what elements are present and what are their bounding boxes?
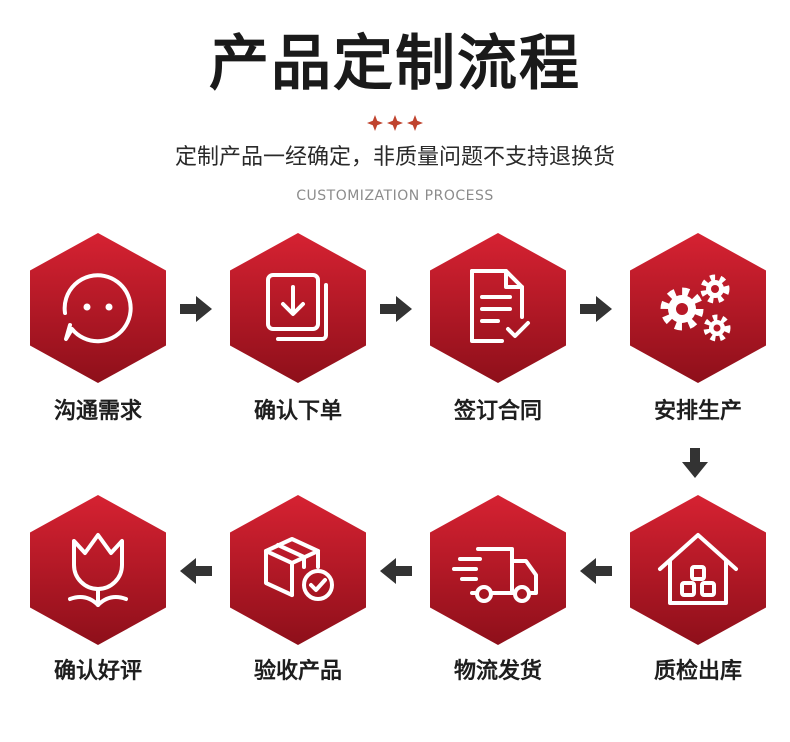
arrow-left-icon bbox=[580, 558, 612, 584]
warehouse-icon bbox=[658, 533, 738, 605]
page-title: 产品定制流程 bbox=[209, 29, 581, 99]
step-hexagon-review bbox=[30, 495, 166, 645]
step-hexagon-inspection bbox=[630, 495, 766, 645]
delivery-truck-icon bbox=[452, 547, 538, 603]
flower-icon bbox=[68, 533, 128, 607]
page-subtitle: 定制产品一经确定，非质量问题不支持退换货 bbox=[174, 145, 615, 170]
arrow-left-icon bbox=[380, 558, 412, 584]
english-subtitle: CUSTOMIZATION PROCESS bbox=[296, 188, 494, 204]
contract-check-icon bbox=[470, 269, 530, 343]
decorative-stars-icon bbox=[367, 115, 423, 131]
arrow-right-icon bbox=[180, 296, 212, 322]
step-label-shipping: 物流发货 bbox=[453, 659, 542, 684]
step-hexagon-confirm-order bbox=[230, 233, 366, 383]
download-document-icon bbox=[266, 273, 328, 341]
step-label-inspection: 质检出库 bbox=[653, 659, 742, 684]
step-hexagon-production bbox=[630, 233, 766, 383]
arrow-left-icon bbox=[180, 558, 212, 584]
arrow-right-icon bbox=[380, 296, 412, 322]
arrow-down-icon bbox=[682, 448, 708, 478]
step-hexagon-shipping bbox=[430, 495, 566, 645]
gears-icon bbox=[660, 274, 731, 342]
arrow-right-icon bbox=[580, 296, 612, 322]
step-hexagon-sign-contract bbox=[430, 233, 566, 383]
box-check-icon bbox=[264, 537, 334, 601]
step-hexagon-acceptance bbox=[230, 495, 366, 645]
step-label-communicate: 沟通需求 bbox=[53, 399, 142, 424]
step-label-sign-contract: 签订合同 bbox=[453, 399, 542, 424]
step-label-confirm-order: 确认下单 bbox=[253, 399, 342, 424]
step-label-production: 安排生产 bbox=[653, 399, 742, 424]
step-hexagon-communicate bbox=[30, 233, 166, 383]
step-label-acceptance: 验收产品 bbox=[253, 659, 342, 684]
step-label-review: 确认好评 bbox=[53, 659, 142, 684]
chat-face-icon bbox=[62, 273, 133, 344]
